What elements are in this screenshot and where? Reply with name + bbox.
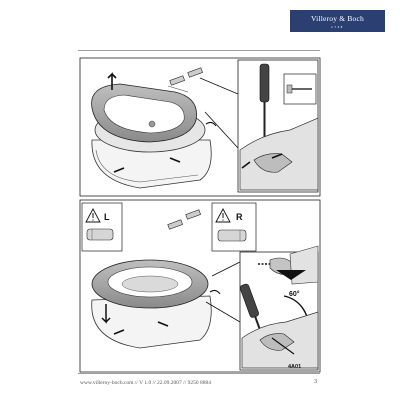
screwdriver-icon	[259, 63, 270, 103]
warning-right-box	[211, 202, 257, 252]
header-rule	[78, 50, 320, 51]
screwdriver-detail-top	[237, 59, 319, 193]
warning-right-label: R	[236, 212, 243, 222]
brand-logo: Villeroy & Boch 1748	[290, 10, 385, 32]
brand-sub: 1748	[331, 25, 344, 29]
hinge-part-left-icon	[86, 228, 114, 241]
warning-left-box	[81, 202, 123, 252]
warning-left-label: L	[104, 212, 110, 222]
top-panel	[79, 57, 321, 197]
toilet-seat-top	[91, 83, 197, 143]
footer-text: www.villeroy-boch.com // V 1.0 // 22.09.…	[80, 380, 211, 386]
lift-arrow-top	[107, 72, 117, 90]
page-number: 3	[314, 379, 317, 385]
bottom-panel: L R	[79, 199, 321, 373]
footer-rule	[78, 373, 320, 374]
figure-code: 4A01	[288, 364, 301, 370]
angle-label: 60°	[289, 290, 300, 298]
toilet-bowl-bottom	[91, 259, 212, 349]
hinge-screws-bottom	[167, 209, 201, 230]
screwdriver-detail-bottom	[239, 245, 319, 371]
brand-name: Villeroy & Boch	[311, 14, 364, 23]
down-arrow-icon	[276, 270, 306, 280]
hinge-screws-top	[167, 67, 203, 93]
hinge-part-right-icon	[217, 229, 247, 242]
